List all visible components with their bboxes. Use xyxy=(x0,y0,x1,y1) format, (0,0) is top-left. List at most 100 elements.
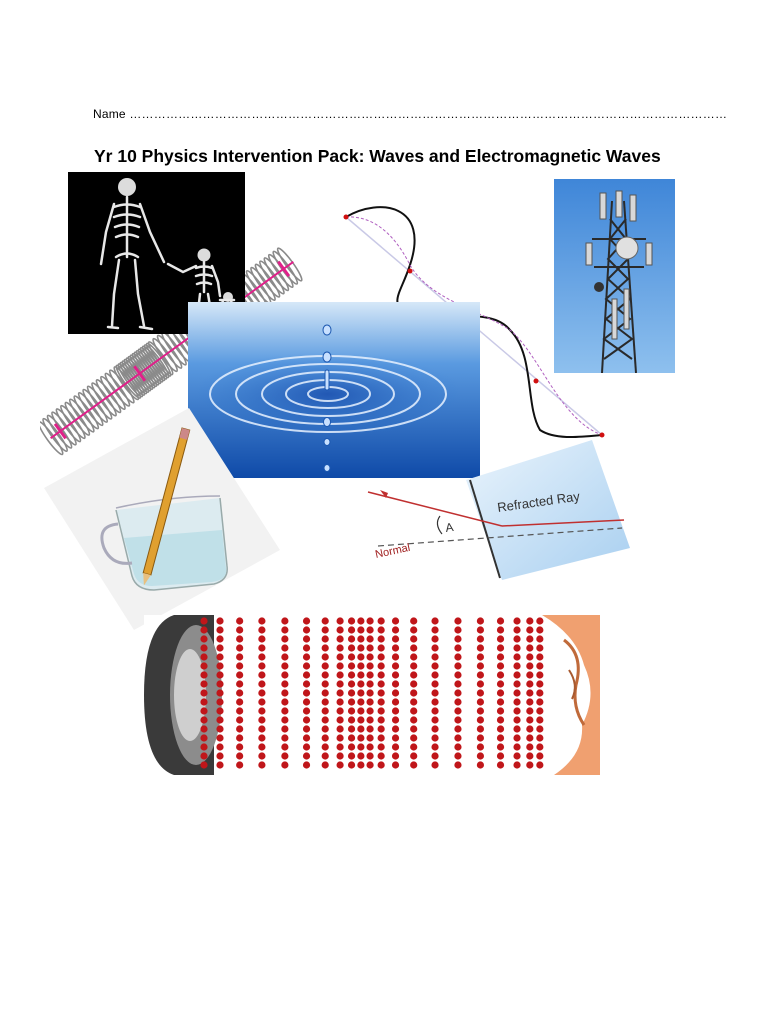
slinky-axis-line xyxy=(50,261,294,439)
air-particle xyxy=(302,635,311,643)
air-particle xyxy=(200,671,208,679)
air-particle xyxy=(321,680,329,688)
air-particle xyxy=(431,761,439,769)
air-particle xyxy=(281,626,289,634)
air-particle xyxy=(496,662,505,670)
air-particle xyxy=(526,761,534,769)
air-particle xyxy=(336,680,344,688)
air-particle xyxy=(200,644,208,652)
air-particle xyxy=(281,680,289,688)
air-particle xyxy=(302,689,311,697)
air-particle xyxy=(336,671,344,679)
air-particle xyxy=(366,707,374,715)
air-particle xyxy=(321,725,329,733)
air-particle xyxy=(431,689,439,697)
air-particle xyxy=(476,689,485,697)
air-particle xyxy=(281,662,289,670)
air-particle xyxy=(258,617,266,625)
air-particle xyxy=(513,743,521,751)
air-particle xyxy=(321,635,329,643)
air-particle xyxy=(236,734,244,742)
air-particle xyxy=(336,626,344,634)
air-particle xyxy=(431,698,439,706)
air-particle xyxy=(410,707,418,715)
air-particle xyxy=(336,617,344,625)
air-particle xyxy=(526,662,534,670)
air-particle xyxy=(200,716,208,724)
air-particle xyxy=(410,725,418,733)
air-particle xyxy=(454,626,462,634)
air-particle xyxy=(431,707,439,715)
air-particle xyxy=(366,644,374,652)
angle-a-label: A xyxy=(444,520,454,535)
air-particle xyxy=(526,716,534,724)
air-particle xyxy=(391,707,400,715)
air-particle xyxy=(321,716,329,724)
air-particle xyxy=(321,761,329,769)
air-particle xyxy=(200,617,208,625)
air-particle xyxy=(281,671,289,679)
air-particle xyxy=(526,743,534,751)
air-particle xyxy=(302,734,311,742)
air-particle xyxy=(236,689,244,697)
air-particle xyxy=(347,698,356,706)
air-particle xyxy=(431,662,439,670)
air-particle xyxy=(216,680,224,688)
air-particle xyxy=(391,761,400,769)
air-particle xyxy=(431,617,439,625)
air-particle xyxy=(258,662,266,670)
air-particle xyxy=(336,752,344,760)
air-particle xyxy=(281,689,289,697)
air-particle xyxy=(357,689,365,697)
air-particle xyxy=(536,689,544,697)
air-particle xyxy=(200,635,208,643)
name-line: Name ……………………………………………………………………………………………… xyxy=(93,107,727,121)
air-particle xyxy=(377,653,385,661)
air-particle xyxy=(336,716,344,724)
air-particle xyxy=(258,698,266,706)
air-particle xyxy=(526,644,534,652)
air-particle xyxy=(526,626,534,634)
air-particle xyxy=(526,635,534,643)
air-particle xyxy=(496,752,505,760)
air-particle xyxy=(526,752,534,760)
air-particle xyxy=(410,653,418,661)
air-particle xyxy=(347,635,356,643)
air-particle xyxy=(216,653,224,661)
air-particle xyxy=(357,761,365,769)
air-particle xyxy=(347,734,356,742)
air-particle xyxy=(391,617,400,625)
air-particle xyxy=(366,698,374,706)
slinky-marker xyxy=(277,260,291,278)
air-particle xyxy=(200,761,208,769)
air-particle xyxy=(536,734,544,742)
air-particle xyxy=(258,761,266,769)
air-particle xyxy=(513,752,521,760)
air-particle xyxy=(200,725,208,733)
air-particle xyxy=(377,671,385,679)
air-particle xyxy=(536,626,544,634)
air-particle xyxy=(281,698,289,706)
air-particle xyxy=(258,689,266,697)
air-particle xyxy=(302,752,311,760)
water-ripple-image xyxy=(188,302,480,478)
air-particle xyxy=(366,671,374,679)
air-particle xyxy=(347,671,356,679)
air-particle xyxy=(496,644,505,652)
air-particle xyxy=(336,725,344,733)
air-particle xyxy=(216,617,224,625)
air-particle xyxy=(391,635,400,643)
air-particle xyxy=(258,635,266,643)
air-particle xyxy=(391,716,400,724)
air-particle xyxy=(281,716,289,724)
air-particle xyxy=(321,707,329,715)
air-particle xyxy=(431,671,439,679)
air-particle xyxy=(526,653,534,661)
air-particle xyxy=(366,752,374,760)
air-particle xyxy=(513,761,521,769)
air-particle xyxy=(454,707,462,715)
air-particle xyxy=(321,617,329,625)
air-particle xyxy=(366,635,374,643)
air-particle xyxy=(258,626,266,634)
air-particle xyxy=(513,635,521,643)
